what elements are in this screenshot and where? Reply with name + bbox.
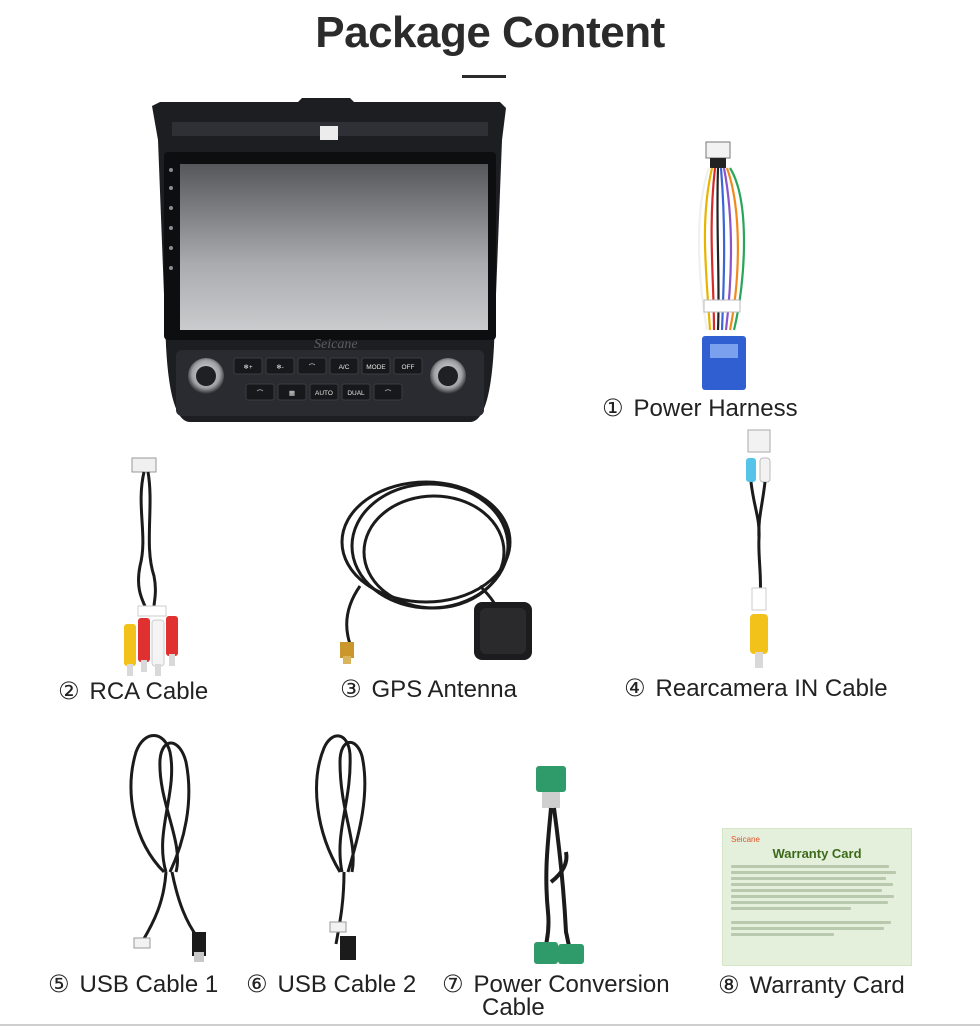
item-name-7-line2: Cable [482, 994, 545, 1021]
radio-brand-logo: Seicane [314, 337, 358, 352]
radio-btn-bottom-1: ▦ [289, 390, 295, 397]
item-number-1: ① [602, 395, 624, 422]
item-name-6: USB Cable 2 [277, 971, 417, 998]
item-label-6: ⑥ USB Cable 2 [246, 972, 416, 998]
item-number-2: ② [58, 678, 80, 705]
radio-btn-top-1: ❄- [276, 363, 284, 371]
item-label-8: ⑧ Warranty Card [718, 973, 905, 999]
item-number-5: ⑤ [48, 971, 70, 998]
title-underline [462, 75, 506, 78]
radio-btn-bottom-3: DUAL [347, 390, 365, 397]
item-label-5: ⑤ USB Cable 1 [48, 972, 218, 998]
item-name-2: RCA Cable [89, 678, 209, 705]
radio-btn-top-3: A/C [339, 364, 350, 371]
item-label-2: ② RCA Cable [58, 679, 208, 705]
page-title: Package Content [315, 8, 665, 57]
rca-cable-image [124, 457, 178, 676]
radio-btn-top-2: ⌒ [309, 363, 316, 371]
car-radio-image: ❄+ ❄- ⌒ A/C MODE OFF ⌒ ▦ AUTO DUAL ⌒ Sei… [152, 98, 506, 422]
item-name-4: Rearcamera IN Cable [655, 675, 888, 702]
radio-btn-top-4: MODE [366, 364, 386, 371]
warranty-card-title: Warranty Card [772, 846, 862, 861]
item-number-7: ⑦ [442, 971, 464, 998]
usb-cable-1-image [129, 734, 206, 962]
rearcamera-cable-image [746, 429, 771, 668]
power-conversion-cable-image [534, 766, 584, 964]
radio-btn-top-5: OFF [402, 364, 415, 371]
item-number-3: ③ [340, 676, 362, 703]
gps-antenna-image [340, 480, 532, 664]
item-name-5: USB Cable 1 [79, 971, 219, 998]
radio-btn-bottom-4: ⌒ [385, 389, 392, 397]
item-name-8: Warranty Card [749, 972, 905, 999]
item-number-4: ④ [624, 675, 646, 702]
radio-btn-bottom-2: AUTO [315, 390, 333, 397]
item-label-7: ⑦ Power Conversion [442, 972, 670, 998]
radio-btn-bottom-0: ⌒ [257, 389, 264, 397]
item-name-7-line1: Power Conversion [473, 971, 670, 998]
power-harness-image [697, 141, 746, 390]
usb-cable-2-image [315, 734, 367, 960]
item-name-1: Power Harness [633, 395, 798, 422]
bottom-divider [0, 1024, 980, 1026]
item-label-1: ① Power Harness [602, 396, 798, 422]
item-number-8: ⑧ [718, 972, 740, 999]
warranty-card-brand: Seicane [731, 835, 760, 844]
warranty-card-image: Seicane Warranty Card [722, 828, 912, 966]
item-label-4: ④ Rearcamera IN Cable [624, 676, 888, 702]
item-label-3: ③ GPS Antenna [340, 677, 517, 703]
warranty-card-text-lines [731, 865, 903, 936]
item-number-6: ⑥ [246, 971, 268, 998]
radio-btn-top-0: ❄+ [243, 363, 252, 371]
item-name-3: GPS Antenna [371, 676, 517, 703]
